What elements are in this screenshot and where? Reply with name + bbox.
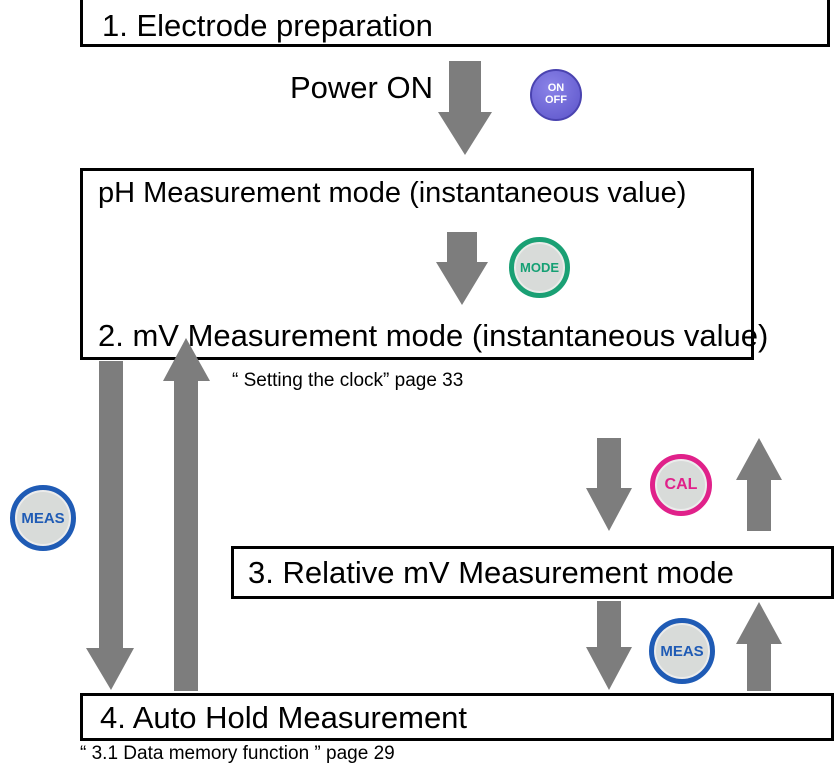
- cal-button[interactable]: CAL: [650, 454, 712, 516]
- mode-label: MODE: [520, 260, 559, 275]
- return-up-arrow-left: [163, 338, 210, 691]
- step-2-label: 2. mV Measurement mode (instantaneous va…: [98, 318, 769, 353]
- memory-reference: “ 3.1 Data memory function ” page 29: [80, 743, 395, 764]
- meas-right-label: MEAS: [660, 642, 704, 660]
- step-3-label: 3. Relative mV Measurement mode: [248, 555, 734, 590]
- meas-button-right[interactable]: MEAS: [649, 618, 715, 684]
- ph-mode-label: pH Measurement mode (instantaneous value…: [98, 177, 687, 209]
- power-on-label: Power ON: [290, 70, 433, 105]
- step-2-box: [80, 168, 754, 360]
- mode-button[interactable]: MODE: [509, 237, 570, 298]
- off-label: OFF: [545, 94, 567, 106]
- step-3-box: [231, 546, 834, 599]
- cal-up-arrow: [736, 438, 782, 531]
- power-on-down-arrow: [438, 61, 492, 155]
- step-4-label: 4. Auto Hold Measurement: [100, 700, 468, 735]
- mode-down-arrow: [436, 232, 488, 305]
- meas-button-left[interactable]: MEAS: [10, 485, 76, 551]
- cal-down-arrow: [586, 438, 632, 531]
- step-4-box: [80, 693, 834, 741]
- cal-label: CAL: [664, 476, 698, 493]
- meas-up-arrow-right: [736, 602, 782, 691]
- on-label: ON: [547, 82, 565, 95]
- meas-left-label: MEAS: [21, 509, 65, 527]
- clock-reference: “ Setting the clock” page 33: [232, 370, 464, 391]
- meas-down-arrow-left: [86, 361, 134, 690]
- on-off-button[interactable]: ON OFF: [530, 69, 582, 121]
- step-1-box: [80, 0, 830, 47]
- step-1-label: 1. Electrode preparation: [102, 8, 433, 43]
- meas-down-arrow-right: [586, 601, 632, 690]
